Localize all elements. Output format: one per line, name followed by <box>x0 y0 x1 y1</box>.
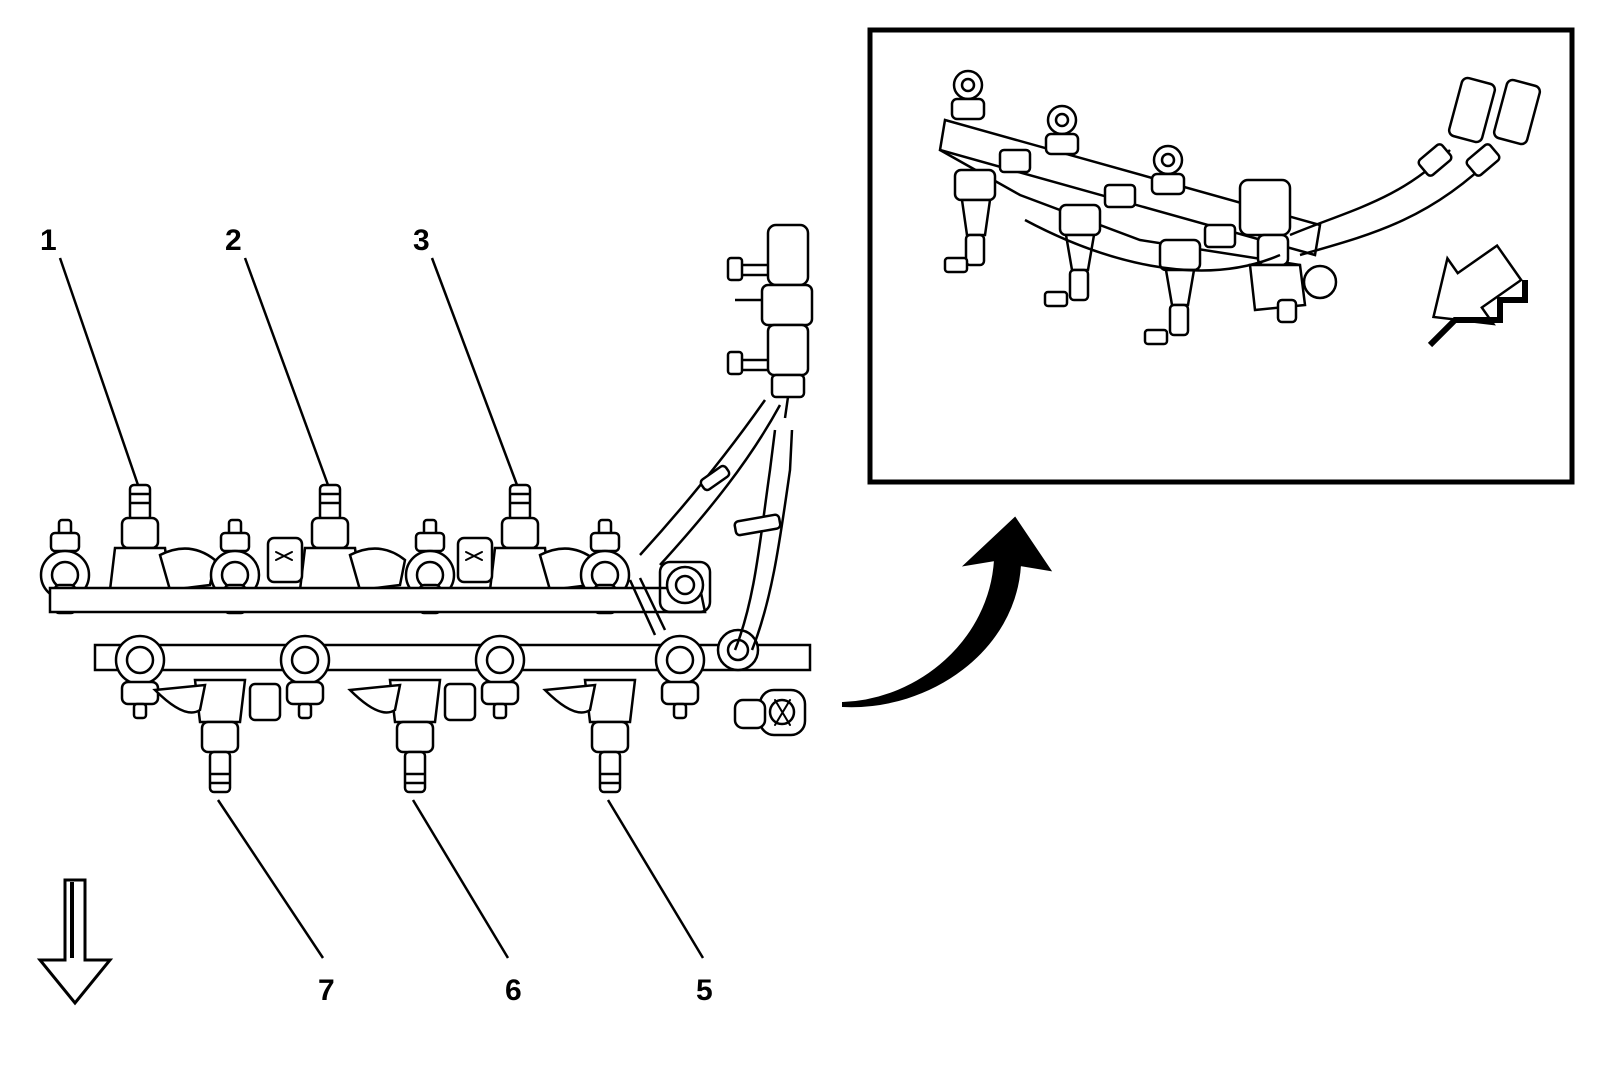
leader-line-6 <box>411 799 510 959</box>
callout-6: 6 <box>505 974 522 1007</box>
detail-fuel-rail <box>938 69 1542 346</box>
rail-brackets <box>266 536 494 584</box>
leader-line-2 <box>243 257 330 486</box>
back-fuel-rail <box>48 586 707 614</box>
harness-connector <box>726 223 814 419</box>
injector-1 <box>108 483 217 592</box>
rail-fitting-rear <box>658 560 712 614</box>
injector-2 <box>298 483 407 592</box>
leader-line-1 <box>58 257 140 486</box>
injector-6 <box>347 678 442 794</box>
detail-view <box>867 27 1575 485</box>
leader-line-5 <box>606 799 705 959</box>
lower-injectors <box>152 678 637 794</box>
callout-1: 1 <box>40 224 57 257</box>
callout-7: 7 <box>318 974 335 1007</box>
callout-2: 2 <box>225 224 242 257</box>
injector-3 <box>488 483 597 592</box>
leader-line-3 <box>430 257 519 486</box>
upper-injectors <box>108 483 597 592</box>
callout-3: 3 <box>413 224 430 257</box>
fuel-rail-assembly <box>39 223 814 794</box>
detail-injector-b <box>1043 203 1102 308</box>
fuel-pressure-sensor <box>1238 178 1338 324</box>
detail-injector-c <box>1143 238 1202 346</box>
injector-5 <box>542 678 637 794</box>
callout-5: 5 <box>696 974 713 1007</box>
injector-7 <box>152 678 247 794</box>
leader-line-7 <box>216 799 325 959</box>
down-arrow-icon <box>36 878 114 1006</box>
left-arrow-icon <box>1427 243 1528 348</box>
front-fuel-rail <box>93 643 812 672</box>
curved-arrow-icon <box>842 516 1053 708</box>
injector-wiring-harness <box>628 399 794 651</box>
detail-injector-a <box>943 168 997 274</box>
